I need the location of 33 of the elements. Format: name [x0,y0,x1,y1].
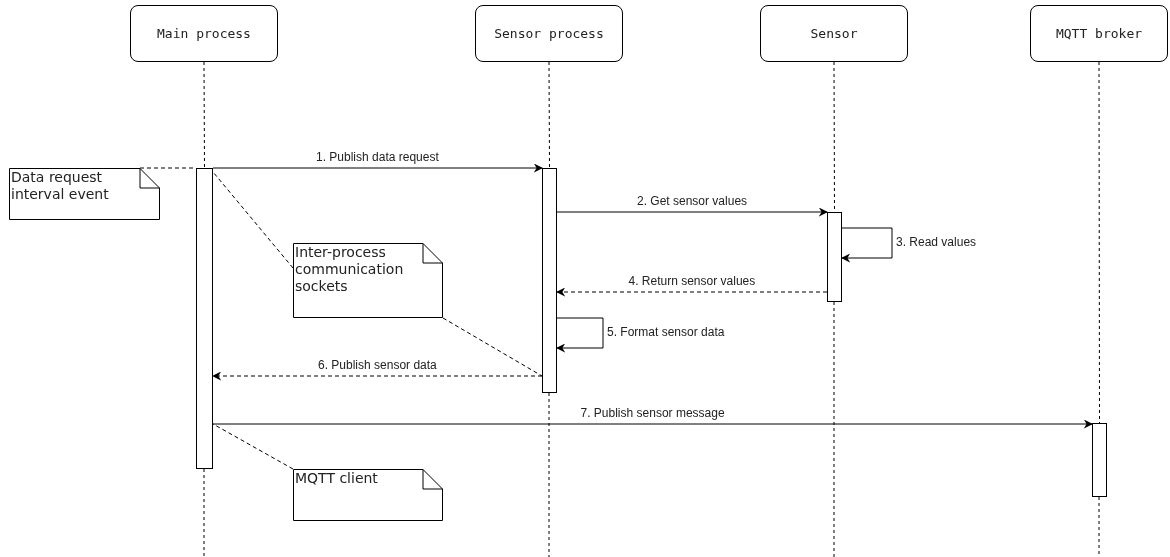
note-text: MQTT client [294,469,379,487]
activation-bar [196,168,213,469]
note-text: Inter-process communication sockets [294,243,405,295]
note [293,243,443,318]
message-arrow [212,163,543,173]
participant-box: MQTT broker [1030,5,1168,62]
edge-label: 3. Read values [894,235,979,249]
message-arrow [556,207,828,217]
edge-label: 7. Publish sensor message [578,406,727,420]
self-message-arrow [556,317,604,353]
note [9,168,160,220]
lifeline [548,61,550,169]
participant-box: Sensor process [475,5,623,62]
edge-label: 4. Return sensor values [626,274,758,288]
lifeline [1098,61,1100,424]
lifeline [203,61,205,169]
activation-bar [1092,423,1107,497]
leader-line [212,171,294,269]
leader-line [442,317,543,377]
participant-box: Main process [130,5,278,62]
return-message-arrow [212,371,543,381]
edge-label: 6. Publish sensor data [316,358,439,372]
self-message-arrow [841,227,893,263]
edge-label: 2. Get sensor values [635,194,750,208]
return-message-arrow [556,287,828,297]
edge-label: 1. Publish data request [314,150,441,164]
note [293,469,443,521]
activation-bar [827,212,842,302]
activation-bar [542,168,557,393]
edge-label: 5. Format sensor data [605,325,727,339]
participant-box: Sensor [760,5,908,62]
message-arrow [212,419,1093,429]
note-text: Data request interval event [10,168,110,203]
